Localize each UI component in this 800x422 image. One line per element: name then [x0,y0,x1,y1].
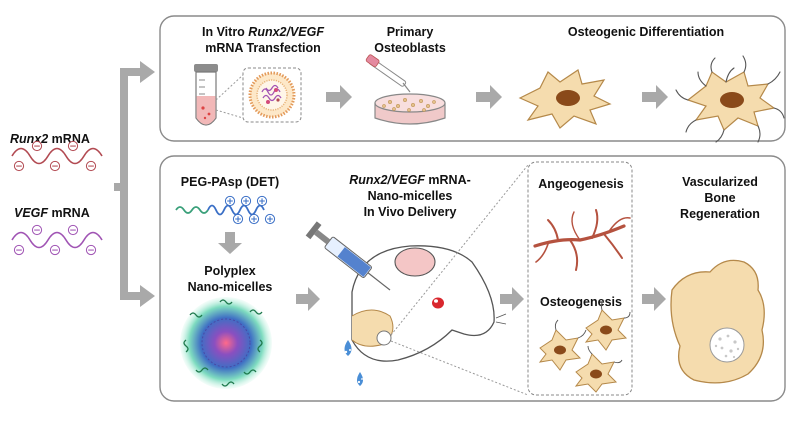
polyplex-micelle-icon [180,297,272,389]
delivery-title: Runx2/VEGF mRNA- [349,173,471,187]
minus-icon: − [51,162,59,172]
blood-vessel-icon [533,209,631,271]
osteoblast-cell-icon [518,69,612,129]
minus-icon: − [51,246,59,256]
peg-pasp-polymer-icon: + + + + + + [175,195,276,225]
runx2-wave [11,147,103,165]
primary-osteoblasts-title: Primary [387,25,434,39]
angiogenesis-title: Angeogenesis [538,177,623,191]
vegf-wave [11,231,103,249]
nanoparticle-droplet [344,340,363,386]
regenerated-bone-icon [670,259,765,384]
plus-icon: + [266,215,274,225]
minus-icon: − [87,162,95,172]
zoom-line [390,164,529,336]
minus-icon: − [69,226,77,236]
minus-icon: − [15,162,23,172]
syringe-icon [305,221,391,291]
osteogenesis-title: Osteogenesis [540,295,622,309]
vegf-charges [13,224,97,256]
flow-arrow [642,287,666,311]
pipette-icon [365,54,411,93]
result-title: Vascularized [682,175,758,189]
result-title-line3: Regeneration [680,207,760,221]
delivery-title-line2: Nano-micelles [368,189,453,203]
minus-icon: − [33,142,41,152]
runx2-charges [13,140,97,172]
plus-icon: + [258,197,266,207]
delivery-title-line3: In Vivo Delivery [364,205,457,219]
flow-arrow [642,85,668,109]
test-tube-icon [194,64,218,126]
in-vitro-panel [159,15,786,142]
plus-icon: + [250,215,258,225]
plus-icon: + [226,197,234,207]
plus-icon: + [242,197,250,207]
flow-arrow [296,287,320,311]
osteoblast-cluster-icon [538,299,631,393]
polymer-label: PEG-PAsp (DET) [181,175,279,189]
transfection-title: In Vitro Runx2/VEGF [202,25,324,39]
zoom-line [390,340,529,396]
minus-icon: − [33,226,41,236]
osteogenic-differentiation-title: Osteogenic Differentiation [568,25,724,39]
minus-icon: − [69,142,77,152]
branch-arrows [114,61,155,307]
zoom-line [215,109,244,119]
vegf-mrna: VEGF mRNA − − − − − [11,206,103,256]
runx2-mrna-label: Runx2 mRNA [10,132,90,146]
transfection-title-line2: mRNA Transfection [205,41,321,55]
polyplex-title-line2: Nano-micelles [188,280,273,294]
minus-icon: − [15,246,23,256]
lipid-nanoparticle-icon [248,71,296,119]
polyplex-title: Polyplex [204,264,255,278]
differentiated-cell-icon [675,55,785,143]
plus-icon: + [234,215,242,225]
mouse-icon [351,245,507,362]
minus-icon: − [87,246,95,256]
flow-arrow [476,85,502,109]
result-title-line2: Bone [704,191,735,205]
petri-dish-icon [365,54,446,125]
flow-arrow [326,85,352,109]
runx2-mrna: Runx2 mRNA − − − − − [10,132,103,172]
vegf-mrna-label: VEGF mRNA [14,206,90,220]
primary-osteoblasts-title-line2: Osteoblasts [374,41,446,55]
flow-arrow [500,287,524,311]
down-arrow [218,232,242,254]
